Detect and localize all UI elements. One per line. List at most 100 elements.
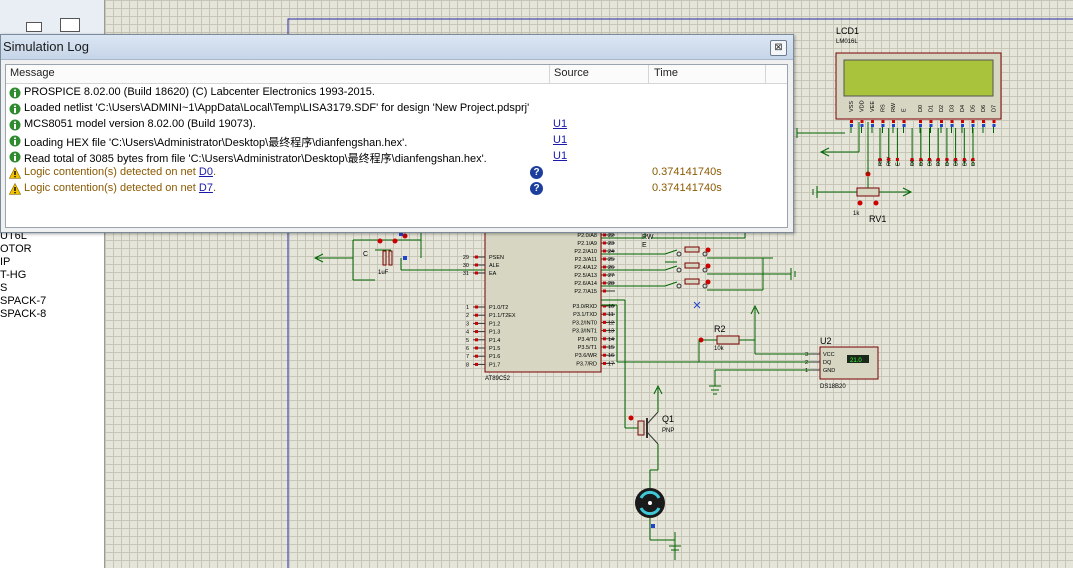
mcu-pin-number: 31 [463,271,469,277]
u2-pin-number: 3 [805,352,808,358]
dc-motor[interactable] [635,470,681,560]
mcu-pin-name: P1.0/T2 [489,305,508,311]
log-listview[interactable]: Message Source Time PROSPICE 8.02.00 (Bu… [5,64,788,228]
crystal-capacitor-area[interactable]: C 1uF [313,232,485,281]
mcu-pin [475,271,478,275]
lcd-pin [881,124,885,127]
source-link[interactable]: U1 [553,134,568,146]
mcu-pin-number: 2 [466,313,469,319]
button-switches[interactable] [601,226,796,309]
warning-text: Logic contention(s) detected on net [24,166,199,178]
transistor-q1[interactable]: Q1 PNP [601,299,674,471]
mcu-pin-number: 17 [608,361,614,367]
lcd-pin [871,120,874,123]
help-icon[interactable]: ? [530,166,543,179]
source-link[interactable]: U1 [553,118,568,130]
lcd-pin [850,120,853,123]
lcd-bus-label: E [895,162,901,166]
u2-part: DS18B20 [820,384,846,390]
sheet-border [287,18,1073,568]
lcd-pin [860,124,864,127]
mcu-pin-name: P2.4/A12 [574,265,597,271]
log-message: MCS8051 model version 8.02.00 (Build 190… [24,118,256,130]
resistor-r2[interactable]: R2 10k [698,304,760,354]
mcu-pin-name: P3.4/T0 [578,337,597,343]
mcu-pin [475,305,478,309]
device-list-item[interactable]: T-HG [0,269,27,281]
log-row-warning[interactable]: Logic contention(s) detected on net D0. … [6,165,787,181]
lcd-bus-label: RS [878,158,884,166]
lcd-pin [982,120,985,123]
mcu-pin [603,312,606,316]
mcu-pin-number: 29 [463,255,469,261]
mcu-pin-number: 15 [608,345,614,351]
mcu-pin [603,249,606,253]
lcd-bus-label: D7 [971,159,977,166]
lcd-pin-label: D6 [981,105,987,112]
potentiometer-rv1[interactable]: 1k RV1 [812,171,913,225]
log-row[interactable]: Loaded netlist 'C:\Users\ADMINI~1\AppDat… [6,101,787,117]
log-header: Message Source Time [6,65,787,84]
log-time: 0.374141740s [652,166,722,178]
mcu-pin [603,353,606,357]
log-row[interactable]: Read total of 3085 bytes from file 'C:\U… [6,149,787,165]
log-row-warning[interactable]: Logic contention(s) detected on net D7. … [6,181,787,197]
log-message: Logic contention(s) detected on net D0. [24,166,216,178]
device-list-item[interactable]: S [0,282,8,294]
device-list-item[interactable]: SPACK-8 [0,308,47,320]
u2-pin-name: DQ [823,360,832,366]
dialog-titlebar[interactable]: Simulation Log ⊠ [1,35,793,60]
log-row[interactable]: Loading HEX file 'C:\Users\Administrator… [6,133,787,149]
info-icon [9,135,21,147]
edit-tool-icon[interactable] [26,22,42,32]
help-icon[interactable]: ? [530,182,543,195]
column-separator[interactable] [549,65,550,83]
mcu-pin-name: P3.6/WR [575,353,597,359]
mcu-pin [475,330,478,334]
device-list-item[interactable]: OTOR [0,243,32,255]
lcd-bus-pin [878,158,882,161]
lcd-bus-label: D5 [954,159,960,166]
lcd-bus-label: D3 [936,159,942,166]
mcu-pin-name: P2.3/A11 [575,257,597,263]
mcu-pin-name: EA [489,271,497,277]
source-link[interactable]: U1 [553,150,568,162]
mcu-pin-number: 28 [608,281,614,287]
column-header-source[interactable]: Source [554,67,589,79]
mcu-pin-number: 11 [608,312,614,318]
device-list-item[interactable]: SPACK-7 [0,295,47,307]
warning-suffix: . [212,182,217,194]
lcd-pin-label: VEE [870,101,876,112]
dialog-title: Simulation Log [3,39,89,54]
column-header-time[interactable]: Time [654,67,679,79]
mcu-pin [603,337,606,341]
lcd-pin [992,124,996,127]
mcu-pin [475,354,478,358]
close-button[interactable]: ⊠ [770,40,787,56]
column-header-message[interactable]: Message [10,67,55,79]
device-list-item[interactable]: UT6L [0,230,27,242]
mcu-pin-name: P3.3/INT1 [572,329,597,335]
lcd-bus-pin [936,158,940,161]
lcd-bus-label: D0 [910,159,916,166]
net-link-d0[interactable]: D0 [198,166,213,178]
column-separator[interactable] [648,65,649,83]
lcd-pin [940,120,943,123]
log-message: Read total of 3085 bytes from file 'C:\U… [24,153,487,165]
net-link-d7[interactable]: D7 [198,182,213,194]
log-row[interactable]: MCS8051 model version 8.02.00 (Build 190… [6,117,787,133]
lcd-bus-pin [971,158,975,161]
device-list-item[interactable]: IP [0,256,11,268]
window-icon[interactable] [60,18,80,32]
lcd-pin-label: E [902,108,908,112]
rv1-ref: RV1 [869,214,886,224]
log-row[interactable]: PROSPICE 8.02.00 (Build 18620) (C) Labce… [6,85,787,101]
mcu-pin-number: 3 [466,321,469,327]
mcu-pin-name: P2.7/A15 [574,289,597,295]
warning-icon [9,167,21,179]
lcd-pin [919,120,922,123]
column-separator[interactable] [765,65,766,83]
